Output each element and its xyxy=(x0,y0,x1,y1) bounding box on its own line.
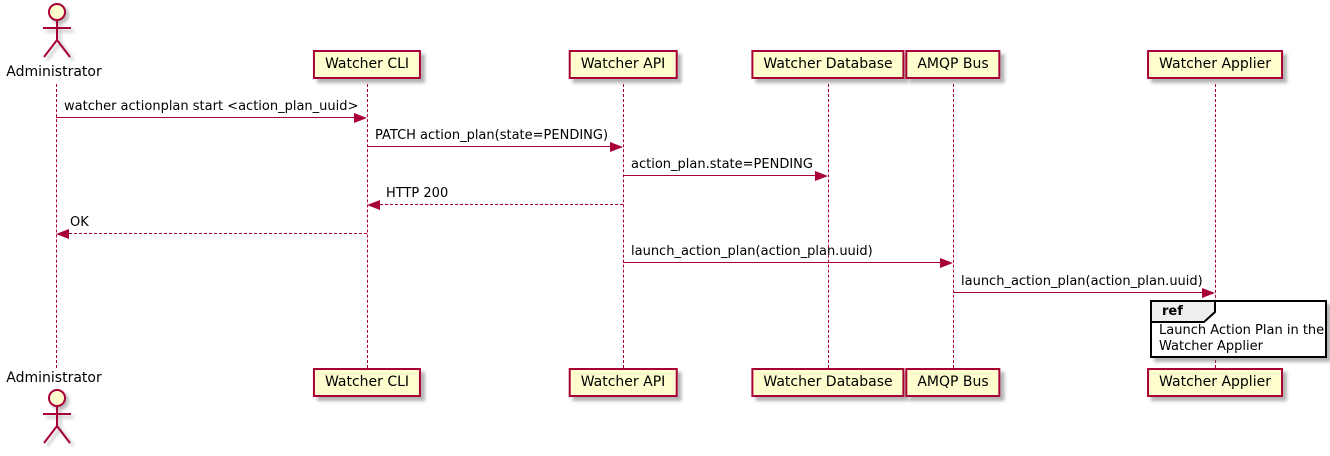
message-7-label: launch_action_plan(action_plan.uuid) xyxy=(961,274,1203,289)
message-6-arrowhead xyxy=(940,258,953,268)
message-4-line xyxy=(380,204,623,205)
participant-amqp-bus-bottom: AMQP Bus xyxy=(905,368,1001,397)
lifeline-administrator xyxy=(56,84,57,368)
actor-icon xyxy=(43,3,71,58)
lifeline-amqp-bus xyxy=(953,84,954,368)
message-6-label: launch_action_plan(action_plan.uuid) xyxy=(631,244,873,259)
lifeline-watcher-api xyxy=(623,84,624,368)
participant-watcher-cli-top: Watcher CLI xyxy=(312,50,422,79)
message-1-label: watcher actionplan start <action_plan_uu… xyxy=(64,99,359,114)
message-5-line xyxy=(69,233,367,234)
message-5-arrowhead xyxy=(56,229,69,239)
participant-watcher-applier-bottom: Watcher Applier xyxy=(1147,368,1283,397)
ref-text-line1: Launch Action Plan in the xyxy=(1159,323,1325,338)
lifeline-watcher-applier xyxy=(1215,84,1216,368)
lifeline-watcher-cli xyxy=(367,84,368,368)
participant-watcher-applier-top: Watcher Applier xyxy=(1147,50,1283,79)
ref-text-line2: Watcher Applier xyxy=(1159,339,1263,354)
message-6-line xyxy=(623,262,940,263)
participant-watcher-cli-bottom: Watcher CLI xyxy=(312,368,422,397)
actor-label-bottom: Administrator xyxy=(6,370,102,386)
ref-keyword: ref xyxy=(1162,304,1183,319)
participant-watcher-database-bottom: Watcher Database xyxy=(751,368,905,397)
message-2-label: PATCH action_plan(state=PENDING) xyxy=(375,128,609,143)
message-3-line xyxy=(623,175,816,176)
message-3-arrowhead xyxy=(815,171,828,181)
participant-watcher-api-bottom: Watcher API xyxy=(568,368,678,397)
message-3-label: action_plan.state=PENDING xyxy=(631,157,813,172)
ref-header-shape xyxy=(1150,300,1216,323)
message-7-line xyxy=(953,292,1202,293)
message-2-line xyxy=(367,146,611,147)
participant-watcher-api-top: Watcher API xyxy=(568,50,678,79)
actor-label-top: Administrator xyxy=(6,64,102,80)
message-7-arrowhead xyxy=(1202,288,1215,298)
participant-watcher-database-top: Watcher Database xyxy=(751,50,905,79)
message-4-arrowhead xyxy=(367,200,380,210)
message-5-label: OK xyxy=(70,215,89,230)
message-1-line xyxy=(56,117,355,118)
participant-amqp-bus-top: AMQP Bus xyxy=(905,50,1001,79)
message-4-label: HTTP 200 xyxy=(386,186,449,201)
ref-fragment: ref Launch Action Plan in the Watcher Ap… xyxy=(1150,300,1327,358)
lifeline-watcher-database xyxy=(828,84,829,368)
message-1-arrowhead xyxy=(354,113,367,123)
actor-icon-bottom xyxy=(43,389,71,444)
message-2-arrowhead xyxy=(610,142,623,152)
